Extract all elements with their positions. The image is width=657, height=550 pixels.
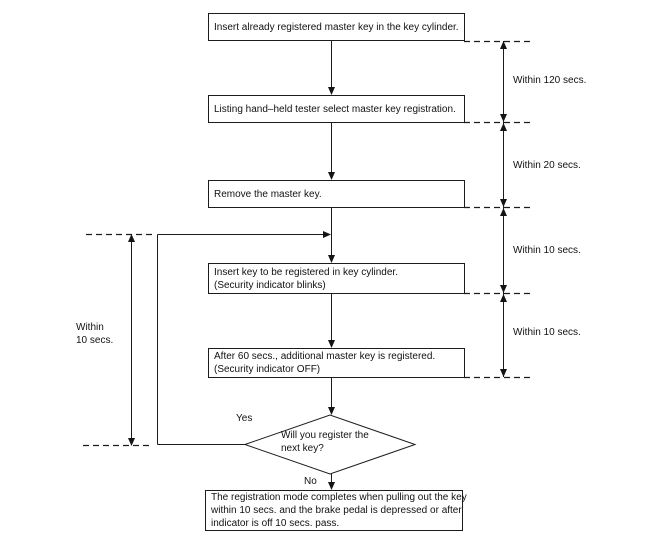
arrowhead-right-icon: [323, 231, 331, 238]
process-box-text: Remove the master key.: [214, 188, 322, 200]
arrowhead-down-icon: [328, 255, 335, 263]
process-box-text: Insert already registered master key in …: [214, 21, 459, 33]
arrowhead-down-icon: [328, 172, 335, 180]
process-box-key-registered: After 60 secs., additional master key is…: [208, 348, 465, 378]
process-box-remove-master-key: Remove the master key.: [208, 180, 465, 208]
flow-arrows: [328, 41, 335, 490]
arrowhead-down-icon: [500, 369, 507, 377]
arrowhead-up-icon: [500, 123, 507, 131]
process-box-insert-registered-key: Insert already registered master key in …: [208, 13, 465, 41]
process-box-text: The registration mode completes when pul…: [211, 492, 467, 503]
timing-label-120-secs: Within 120 secs.: [513, 75, 587, 86]
arrowhead-down-icon: [500, 199, 507, 207]
arrowhead-down-icon: [328, 482, 335, 490]
right-timing-brackets: [464, 40, 533, 379]
arrowhead-up-icon: [500, 208, 507, 216]
arrowhead-down-icon: [328, 87, 335, 95]
arrowhead-up-icon: [500, 41, 507, 49]
timing-label-10-secs: Within 10 secs.: [513, 245, 581, 256]
process-box-text: After 60 secs., additional master key is…: [214, 351, 436, 362]
process-box-text: Insert key to be registered in key cylin…: [214, 266, 398, 278]
process-box-insert-key-to-register: Insert key to be registered in key cylin…: [208, 263, 465, 294]
arrowhead-up-icon: [500, 294, 507, 302]
process-box-text: (Security indicator OFF): [214, 364, 321, 375]
process-box-text: within 10 secs. and the brake pedal is d…: [211, 505, 462, 516]
process-box-text: indicator is off 10 secs. pass.: [211, 518, 340, 529]
timing-label-line: 10 secs.: [76, 335, 114, 346]
timing-label-line: Within: [76, 322, 104, 333]
arrowhead-down-icon: [128, 438, 135, 446]
yes-loop-path: [157, 231, 331, 445]
arrowhead-up-icon: [128, 234, 135, 242]
branch-label-no: No: [304, 476, 317, 487]
process-box-registration-complete: The registration mode completes when pul…: [205, 490, 467, 531]
arrowhead-down-icon: [328, 340, 335, 348]
decision-question: Will you register the next key?: [281, 429, 401, 455]
arrowhead-down-icon: [328, 407, 335, 415]
arrowhead-down-icon: [500, 114, 507, 122]
decision-diamond: [243, 414, 417, 475]
process-box-text: (Security indicator blinks): [214, 279, 326, 291]
process-box-text: Listing hand–held tester select master k…: [214, 103, 456, 115]
timing-label-loop-10-secs: Within 10 secs.: [76, 321, 113, 347]
timing-label-20-secs: Within 20 secs.: [513, 160, 581, 171]
timing-label-10-secs: Within 10 secs.: [513, 327, 581, 338]
left-timing-bracket: [83, 233, 153, 447]
decision-question-line: next key?: [281, 443, 324, 454]
arrowhead-down-icon: [500, 285, 507, 293]
branch-label-yes: Yes: [236, 413, 253, 424]
process-box-tester-select-registration: Listing hand–held tester select master k…: [208, 95, 465, 123]
decision-question-line: Will you register the: [281, 430, 369, 441]
